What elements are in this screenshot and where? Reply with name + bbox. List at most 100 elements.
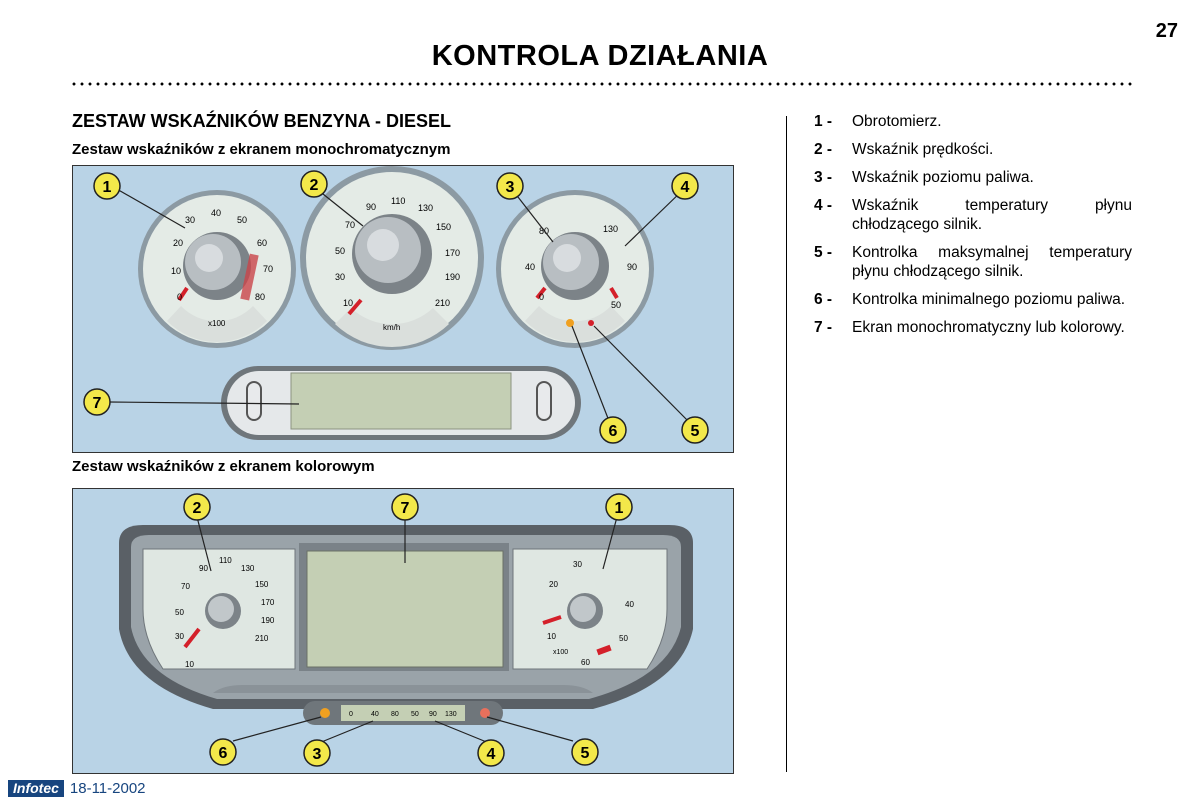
svg-text:2: 2 [193,500,202,517]
tacho-tick-30: 30 [185,215,195,225]
tacho-tick-10: 10 [171,266,181,276]
legend-text: Wskaźnik prędkości. [852,141,994,158]
fuel-temp-gauge: 0 40 80 130 90 50 [496,190,654,348]
speedo-tick-150: 150 [436,222,451,232]
speedo-tick-50: 50 [335,246,345,256]
c-speedo-tick-210: 210 [255,634,269,643]
infotec-logo: Infotec [8,779,64,797]
subtitle-color: Zestaw wskaźników z ekranem kolorowym [72,458,375,475]
fuel-tick-40: 40 [525,262,535,272]
c-tacho-tick-10: 10 [547,632,556,641]
tacho-tick-20: 20 [173,238,183,248]
speedo-tick-110: 110 [391,196,405,206]
figure-color-svg: 10 30 50 70 90 110 130 150 170 190 210 1… [119,493,693,767]
c-callout-7: 7 [391,493,419,521]
c-temp-tick-130: 130 [445,711,457,718]
svg-text:3: 3 [313,746,322,763]
svg-text:5: 5 [691,423,700,440]
speedometer-gauge: 10 30 50 70 90 110 130 150 170 190 210 k… [300,166,484,350]
page-title: KONTROLA DZIAŁANIA [431,40,769,72]
footer-date: 18-11-2002 [69,779,146,797]
legend-item: 7 -Ekran monochromatyczny lub kolorowy. [814,318,1132,337]
speedo-unit: km/h [383,323,400,332]
c-fuel-tick-80: 80 [391,711,399,718]
legend-item: 3 -Wskaźnik poziomu paliwa. [814,168,1132,187]
speedo-tick-210: 210 [435,298,450,308]
svg-text:1: 1 [103,179,112,196]
c-speedo-tick-170: 170 [261,598,275,607]
c-fuel-tick-0: 0 [349,711,353,718]
c-tacho-tick-60: 60 [581,658,590,667]
c-callout-6: 6 [209,738,237,766]
legend-text: Wskaźnik temperatury płynu chłodzącego s… [852,197,1132,233]
c-speedo-tick-10: 10 [185,660,194,669]
svg-text:5: 5 [581,745,590,762]
speedo-tick-70: 70 [345,220,355,230]
temp-tick-130: 130 [603,224,618,234]
c-max-temp-lamp [480,708,490,718]
legend-text: Kontrolka minimalnego poziomu paliwa. [852,291,1126,308]
page-number: 27 [1155,20,1178,42]
callout-7: 7 [83,388,111,416]
speedo-tick-170: 170 [445,248,460,258]
legend-text: Ekran monochromatyczny lub kolorowy. [852,319,1125,336]
c-tacho-tick-50: 50 [619,634,628,643]
c-speedo-tick-190: 190 [261,616,275,625]
c-speedo-tick-50: 50 [175,608,184,617]
svg-text:4: 4 [487,746,496,763]
figure-mono-cluster: 0 10 20 30 40 50 60 70 80 x100 10 30 50 … [72,165,734,453]
legend-number: 3 - [814,169,833,186]
callout-4: 4 [671,172,699,200]
legend-item: 1 - Obrotomierz. [814,112,1132,131]
legend-text: Obrotomierz. [852,113,942,130]
c-callout-1: 1 [605,493,633,521]
speedo-tick-90: 90 [366,202,376,212]
svg-text:2: 2 [310,177,319,194]
tacho-tick-0: 0 [177,292,182,302]
color-tachometer: 10 20 30 40 50 60 x100 [512,548,668,670]
c-tacho-tick-30: 30 [573,560,582,569]
legend-number: 4 - [814,197,833,214]
c-callout-2: 2 [183,493,211,521]
c-min-fuel-lamp [320,708,330,718]
color-screen [306,550,504,668]
figure-mono-svg: 0 10 20 30 40 50 60 70 80 x100 10 30 50 … [83,166,709,444]
section-title: ZESTAW WSKAŹNIKÓW BENZYNA - DIESEL [72,111,451,131]
color-speedometer: 10 30 50 70 90 110 130 150 170 190 210 [142,548,296,670]
legend-item: 2 - Wskaźnik prędkości. [814,140,1132,159]
c-speedo-tick-130: 130 [241,564,255,573]
legend-number: 1 - [814,113,833,130]
temp-tick-90: 90 [627,262,637,272]
c-speedo-tick-110: 110 [219,556,232,565]
c-tacho-tick-40: 40 [625,600,634,609]
svg-text:6: 6 [219,745,228,762]
c-speedo-tick-150: 150 [255,580,269,589]
callout-1: 1 [93,172,121,200]
c-speedo-tick-30: 30 [175,632,184,641]
tacho-tick-40: 40 [211,208,221,218]
legend-number: 6 - [814,291,833,308]
svg-text:3: 3 [506,179,515,196]
speedo-tick-30: 30 [335,272,345,282]
tachometer-gauge: 0 10 20 30 40 50 60 70 80 x100 [138,190,296,348]
subtitle-mono: Zestaw wskaźników z ekranem monochromaty… [72,141,451,158]
legend-item: 6 - Kontrolka minimalnego poziomu paliwa. [814,290,1132,309]
callout-5: 5 [681,416,709,444]
figure-color-cluster: 10 30 50 70 90 110 130 150 170 190 210 1… [72,488,734,774]
legend-text: Kontrolka maksymalnej temperatury płynu … [852,244,1132,280]
c-callout-3: 3 [303,739,331,767]
temp-tick-50: 50 [611,300,621,310]
legend-number: 2 - [814,141,833,158]
legend-item: 4 - Wskaźnik temperatury płynu chłodząceg… [814,196,1132,234]
c-callout-5: 5 [571,738,599,766]
tacho-tick-60: 60 [257,238,267,248]
tacho-tick-70: 70 [263,264,273,274]
callout-6: 6 [599,416,627,444]
column-divider [786,116,787,772]
speedo-tick-10: 10 [343,298,353,308]
tacho-tick-80: 80 [255,292,265,302]
speedo-tick-190: 190 [445,272,460,282]
legend-list: 1 - Obrotomierz. 2 - Wskaźnik prędkości. 3… [814,112,1132,346]
tacho-unit: x100 [208,319,226,328]
c-tacho-tick-20: 20 [549,580,558,589]
